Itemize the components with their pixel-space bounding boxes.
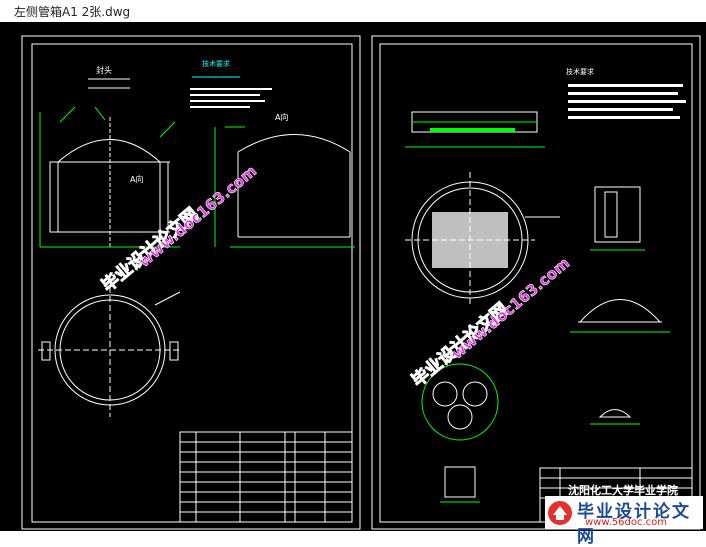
brand-logo-icon	[548, 501, 572, 525]
sheet-1-a-view-label: A向	[275, 113, 289, 122]
brand-logo-block: 毕业设计论文网 www.56doc.com	[545, 496, 703, 547]
sheet-1-a-view-label-2: A向	[130, 175, 144, 184]
drawing-canvas[interactable]: 封头 技术要求 A向 A向 技术要求 沈阳化工大学毕业学院 毕业设计论文网 ww…	[0, 22, 706, 531]
sheet-1-heading: 技术要求	[202, 60, 230, 68]
sheet-1-border	[21, 35, 361, 530]
brand-url: www.56doc.com	[585, 517, 668, 528]
window-title: 左侧管箱A1 2张.dwg	[14, 5, 131, 19]
sheet-2-heading: 技术要求	[566, 68, 594, 76]
sheet-1	[21, 35, 361, 530]
sheet-2-border	[371, 35, 701, 530]
title-block-school: 沈阳化工大学毕业学院	[568, 484, 678, 497]
window-titlebar: 左侧管箱A1 2张.dwg	[0, 0, 706, 22]
cad-drawing	[21, 35, 701, 530]
parts-list	[179, 431, 353, 523]
sheet-1-head-label: 封头	[96, 66, 112, 75]
